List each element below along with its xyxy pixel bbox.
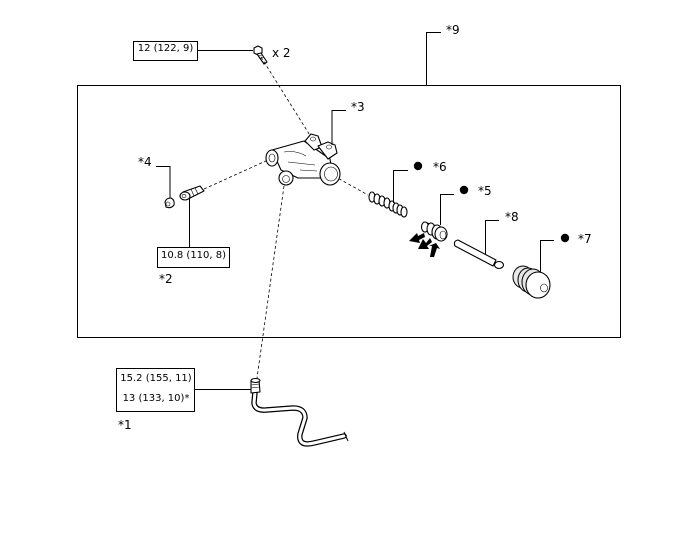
callout-4-label: *4 xyxy=(138,155,152,169)
callout-9: *9 xyxy=(426,23,460,85)
bolt-guide-line xyxy=(260,56,312,138)
bolt-quantity: x 2 xyxy=(272,46,291,60)
push-rod xyxy=(453,239,505,270)
torque-box-bolt: 12 (122, 9) xyxy=(133,41,253,61)
boot xyxy=(512,265,551,299)
bleeder-cap xyxy=(164,197,175,209)
callout-1-label: *1 xyxy=(118,418,132,432)
callout-9-label: *9 xyxy=(446,23,460,37)
pipe-guide-line xyxy=(256,185,285,379)
callout-2-label: *2 xyxy=(159,272,173,286)
torque-box-bolt-frame xyxy=(133,41,198,61)
assembly-frame xyxy=(77,85,621,338)
callout-5: *5 xyxy=(440,184,492,225)
callout-7-label: *7 xyxy=(578,232,592,246)
grease-dot-icon xyxy=(459,185,469,195)
torque-box-bleeder: 10.8 (110, 8) xyxy=(157,247,230,268)
callout-8: *8 xyxy=(485,210,519,254)
callout-6-label: *6 xyxy=(433,160,447,174)
arrow-icon xyxy=(409,233,440,257)
torque-pipe-value-1: 15.2 (155, 11) xyxy=(120,373,192,384)
torque-box-bleeder-frame xyxy=(157,247,230,268)
callout-3: *3 xyxy=(331,100,365,145)
spring-guide-line xyxy=(333,175,369,196)
torque-pipe-value-2: 13 (133, 10)* xyxy=(123,393,190,404)
cylinder-body xyxy=(265,133,341,186)
pipe-torque-box: 15.2 (155, 11) 13 (133, 10)* xyxy=(116,368,251,412)
clutch-pipe xyxy=(250,377,349,447)
callout-5-label: *5 xyxy=(478,184,492,198)
pipe-torque-box-frame xyxy=(116,368,195,412)
grease-dot-icon xyxy=(413,161,423,171)
grease-dot-icon xyxy=(560,233,570,243)
bolt-icon xyxy=(253,45,268,65)
torque-bleeder-value: 10.8 (110, 8) xyxy=(161,250,226,261)
callout-3-label: *3 xyxy=(351,100,365,114)
piston xyxy=(420,221,448,242)
callout-8-label: *8 xyxy=(505,210,519,224)
callout-6: *6 xyxy=(393,160,447,203)
bleeder-plug xyxy=(179,185,205,201)
callout-7: *7 xyxy=(540,232,592,272)
bleeder-guide-line xyxy=(203,159,269,190)
torque-bolt-value: 12 (122, 9) xyxy=(138,43,194,54)
spring xyxy=(368,191,408,218)
callout-4: *4 xyxy=(138,155,171,198)
